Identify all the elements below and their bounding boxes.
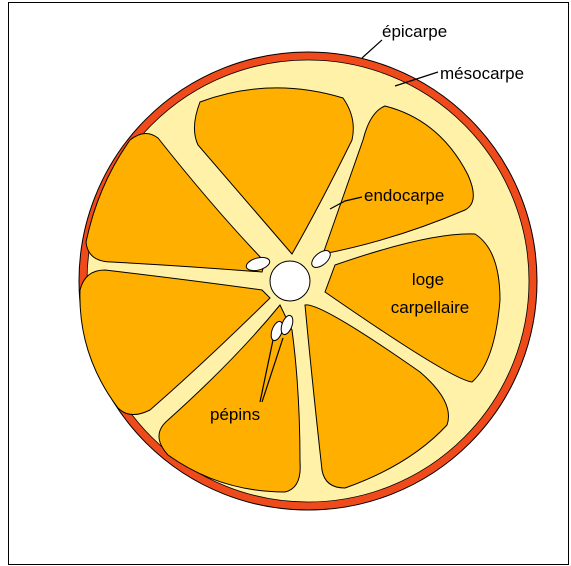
label-epicarpe: épicarpe [382, 22, 447, 41]
label-loge-line1: loge [412, 270, 444, 289]
label-endocarpe: endocarpe [364, 186, 444, 205]
label-pepins: pépins [210, 405, 260, 424]
central-axis [270, 261, 310, 301]
label-mesocarpe: mésocarpe [440, 64, 524, 83]
leader-line-epicarpe [362, 40, 382, 58]
label-loge-line2: carpellaire [391, 298, 469, 317]
